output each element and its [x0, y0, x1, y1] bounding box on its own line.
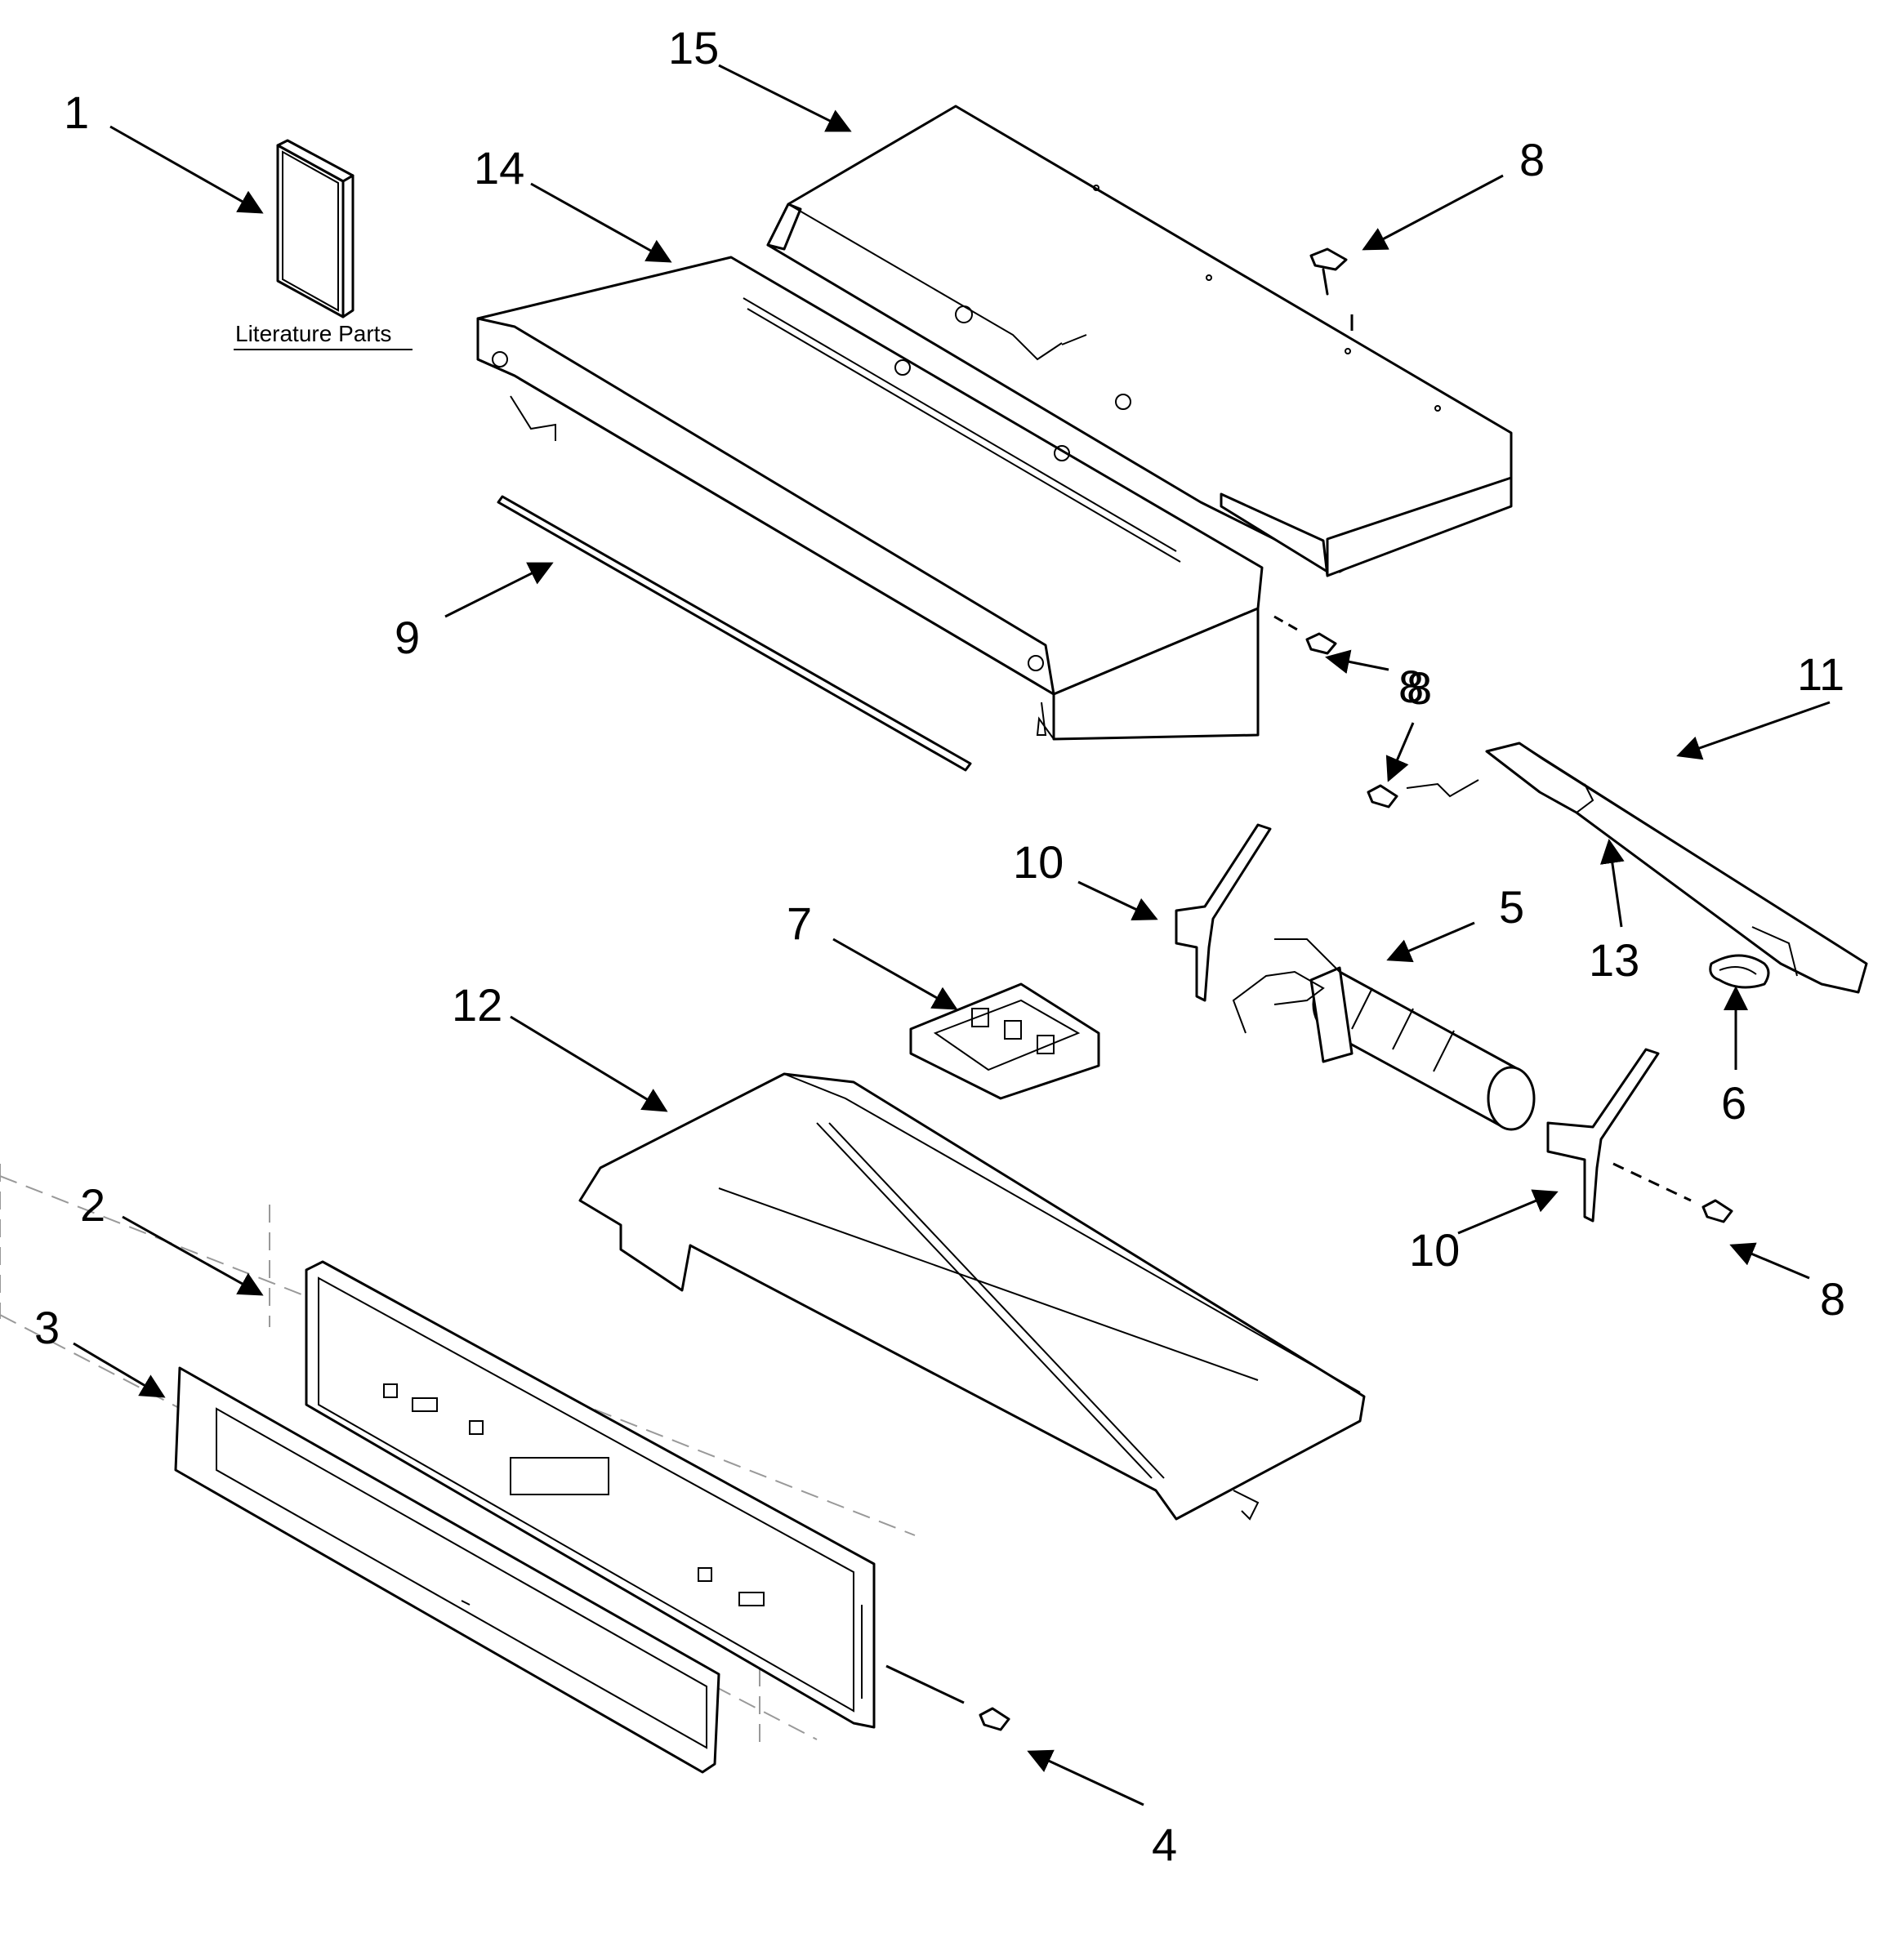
callout-15: 15	[668, 22, 719, 74]
screw-tray	[1273, 615, 1337, 655]
callout-14: 14	[474, 142, 524, 194]
callout-13: 13	[1589, 934, 1639, 986]
control-board	[909, 982, 1100, 1100]
callout-labels: 1 2 3 4 5 6 7 8 8 8 8 9 10 10 11 12 13 1…	[34, 22, 1845, 1870]
callout-8-fan: 8	[1820, 1273, 1845, 1325]
screw-fan-bracket	[1612, 1162, 1733, 1223]
callout-8-top: 8	[1519, 134, 1545, 185]
callout-8-bracket: 8	[1398, 661, 1424, 712]
control-panel	[305, 1260, 876, 1729]
literature-booklet	[276, 139, 355, 318]
callout-11: 11	[1797, 648, 1844, 700]
callout-10-upper: 10	[1013, 836, 1064, 888]
gasket-strip	[497, 495, 972, 772]
callout-3: 3	[34, 1302, 60, 1353]
screw-front-panel	[885, 1664, 1010, 1731]
callout-10-lower: 10	[1409, 1224, 1460, 1276]
callout-4: 4	[1152, 1819, 1177, 1870]
top-cover-panel	[766, 105, 1513, 577]
fan-bracket-right	[1546, 1048, 1660, 1223]
mounting-plate	[578, 1072, 1366, 1521]
blower-fan-assembly	[1232, 938, 1536, 1131]
screw-top-cover	[1309, 247, 1354, 331]
control-housing-tray	[476, 256, 1264, 741]
callout-7: 7	[787, 898, 812, 949]
literature-parts-label: Literature Parts	[235, 321, 391, 346]
callout-12: 12	[452, 979, 502, 1031]
callout-1: 1	[64, 87, 89, 138]
callout-8-tray: 8	[1407, 662, 1432, 714]
callout-9: 9	[395, 612, 420, 663]
mounting-bracket	[1406, 742, 1868, 994]
callout-leaders	[73, 64, 1831, 1806]
callout-2: 2	[80, 1179, 105, 1231]
wire-clip	[1709, 954, 1770, 989]
callout-6: 6	[1721, 1077, 1746, 1129]
screw-bracket	[1367, 784, 1398, 808]
trim-panel	[174, 1366, 720, 1774]
fan-bracket-left	[1175, 823, 1272, 1002]
callout-5: 5	[1499, 881, 1524, 933]
